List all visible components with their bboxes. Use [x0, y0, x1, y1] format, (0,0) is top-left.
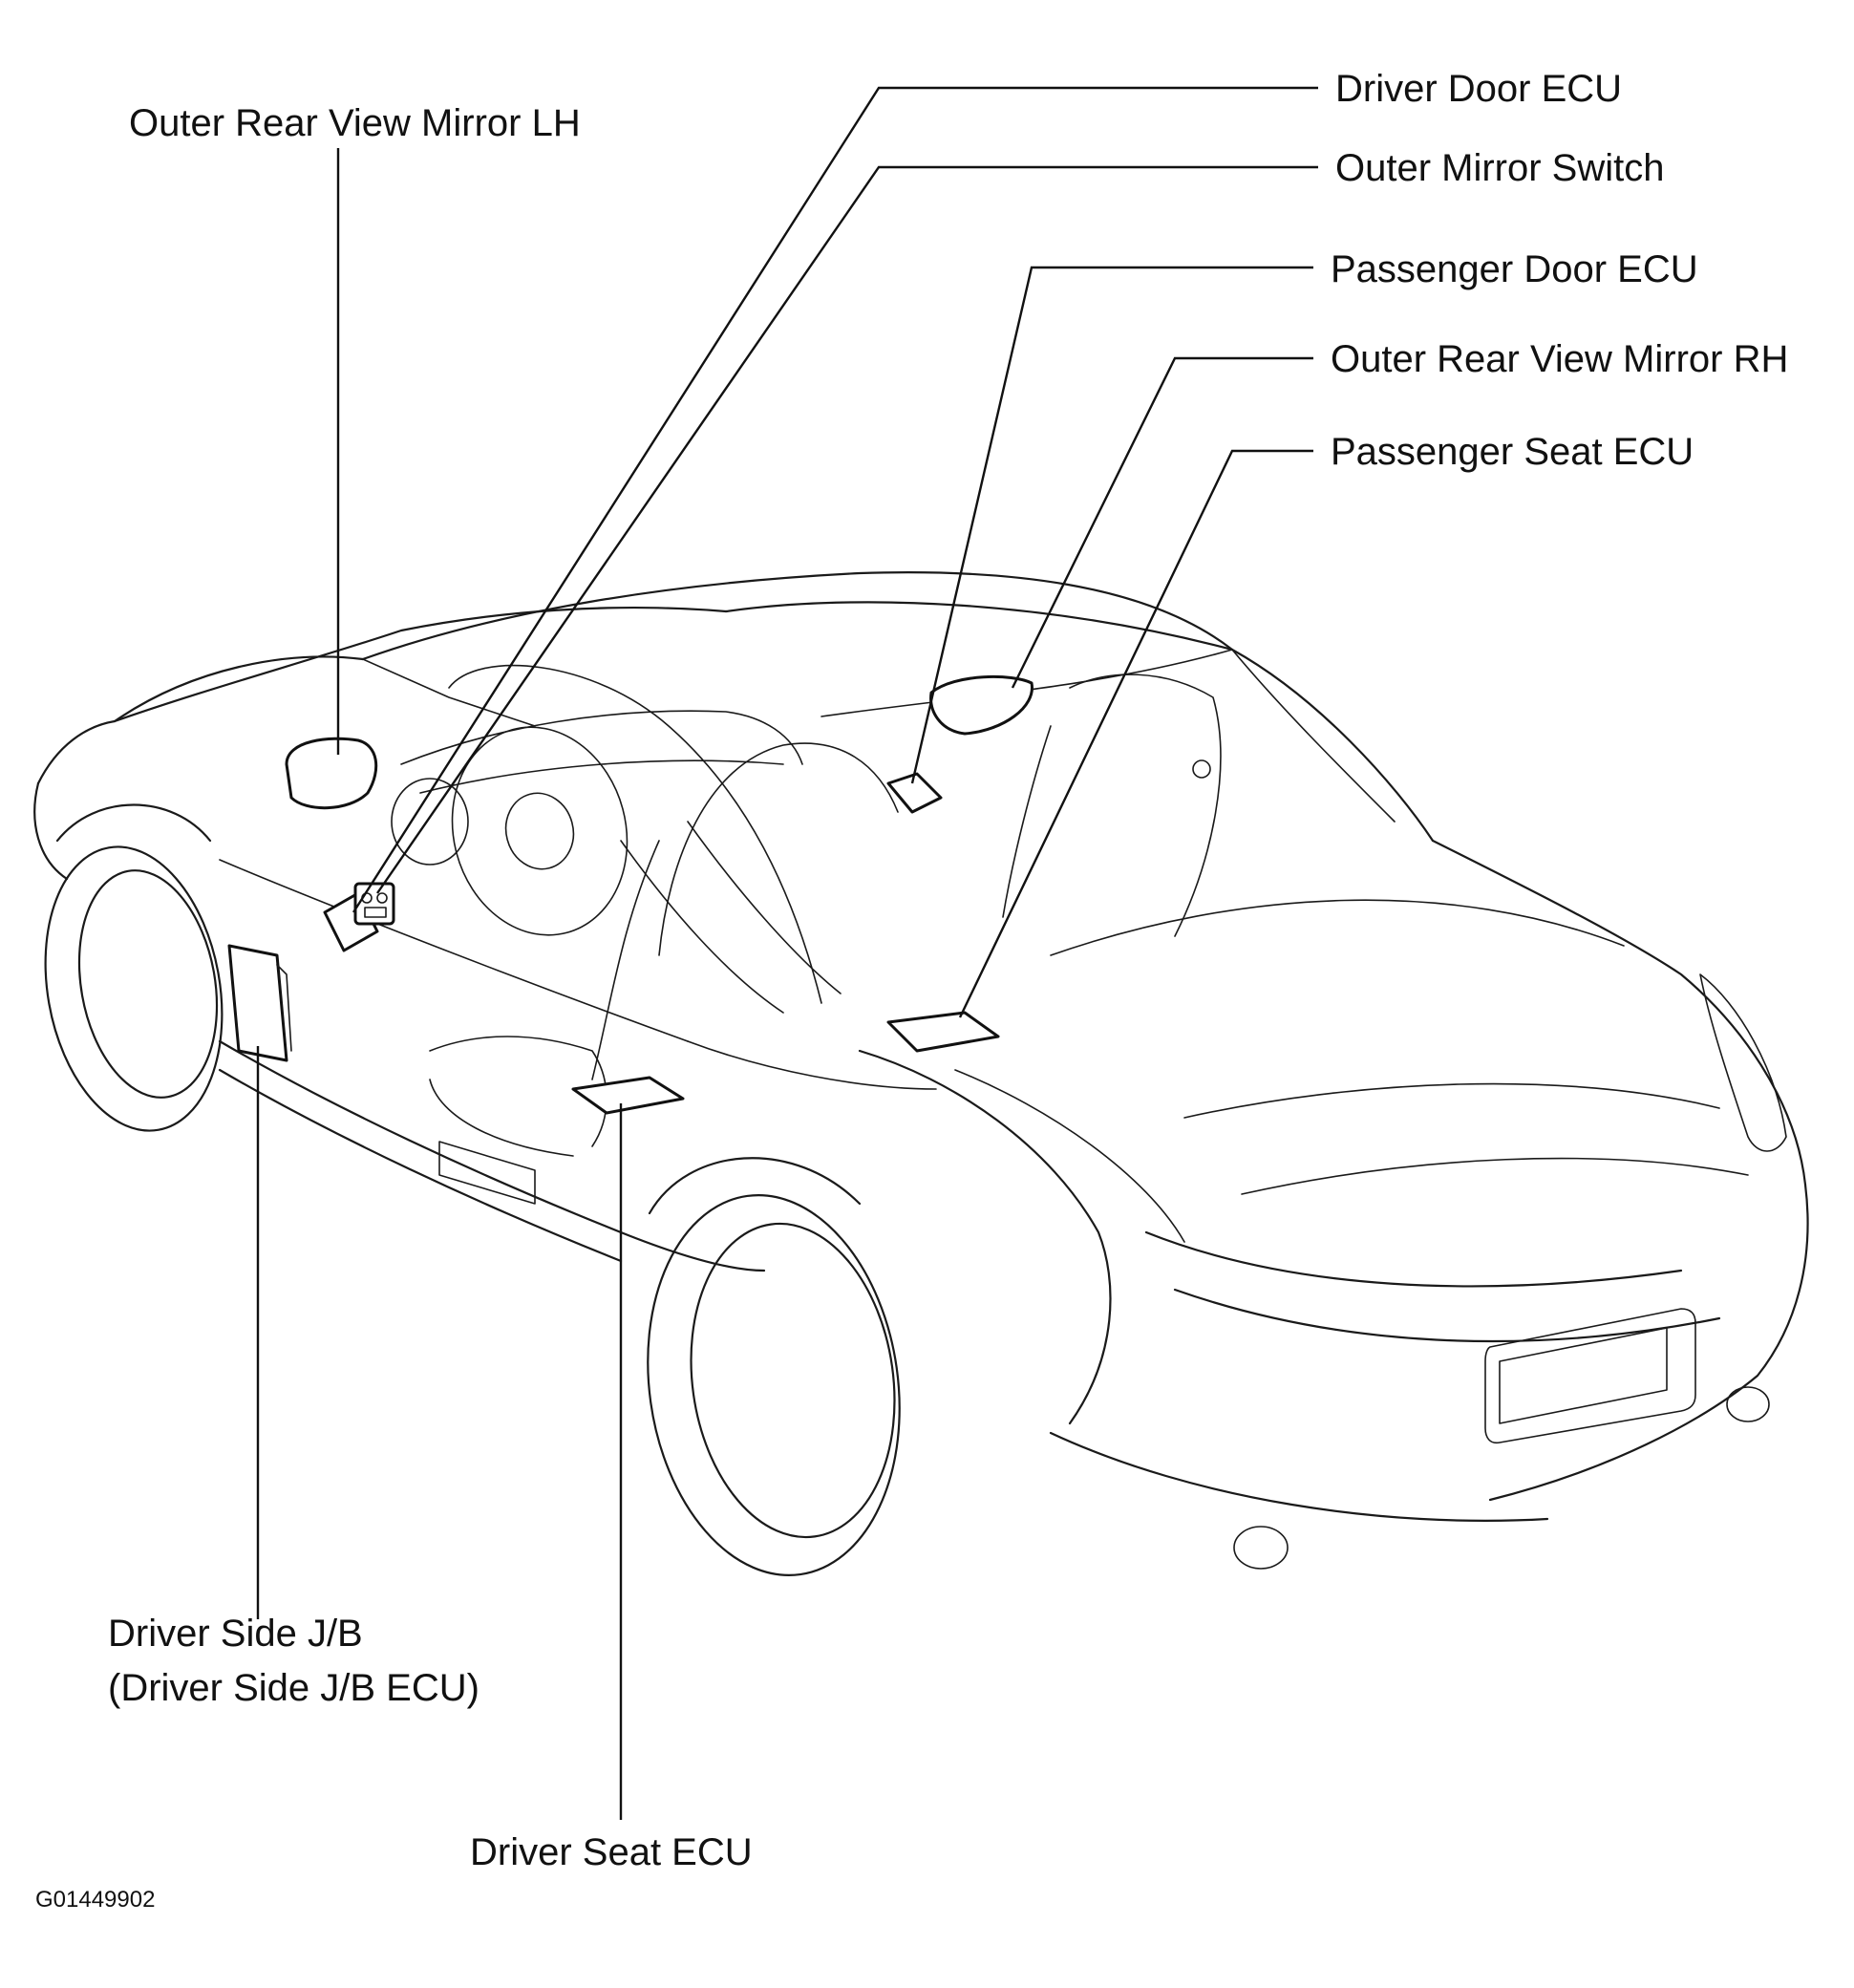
outer-rear-view-mirror-rh: [929, 675, 1034, 736]
leader-passenger-door-ecu: [910, 266, 1313, 784]
leader-outer-mirror-switch: [376, 165, 1318, 894]
outer-rear-view-mirror-lh: [285, 737, 378, 810]
label-passenger-door-ecu: Passenger Door ECU: [1331, 248, 1698, 290]
label-outer-mirror-switch: Outer Mirror Switch: [1335, 147, 1665, 189]
label-outer-rear-view-mirror-lh: Outer Rear View Mirror LH: [129, 102, 581, 144]
passenger-seat-ecu: [886, 1011, 1000, 1053]
outer-mirror-switch: [353, 882, 395, 926]
figure-code: G01449902: [35, 1887, 156, 1913]
leader-passenger-seat-ecu: [958, 449, 1313, 1018]
rear-left-wheel: [647, 1157, 901, 1576]
label-passenger-seat-ecu: Passenger Seat ECU: [1331, 431, 1694, 473]
leader-driver-door-ecu: [352, 86, 1318, 913]
passenger-door-ecu: [886, 772, 943, 814]
driver-side-jb: [227, 944, 292, 1062]
front-left-wheel: [44, 803, 224, 1132]
driver-seat-ecu: [571, 1076, 685, 1115]
car-body: [33, 571, 1809, 1570]
label-driver-side-jb-ecu: (Driver Side J/B ECU): [108, 1667, 479, 1709]
label-outer-rear-view-mirror-rh: Outer Rear View Mirror RH: [1331, 338, 1789, 380]
leader-mirror-rh: [1011, 356, 1313, 689]
leader-lines: [256, 86, 1318, 1820]
label-driver-door-ecu: Driver Door ECU: [1335, 68, 1623, 110]
label-driver-side-jb: Driver Side J/B: [108, 1613, 363, 1655]
label-driver-seat-ecu: Driver Seat ECU: [470, 1831, 753, 1873]
